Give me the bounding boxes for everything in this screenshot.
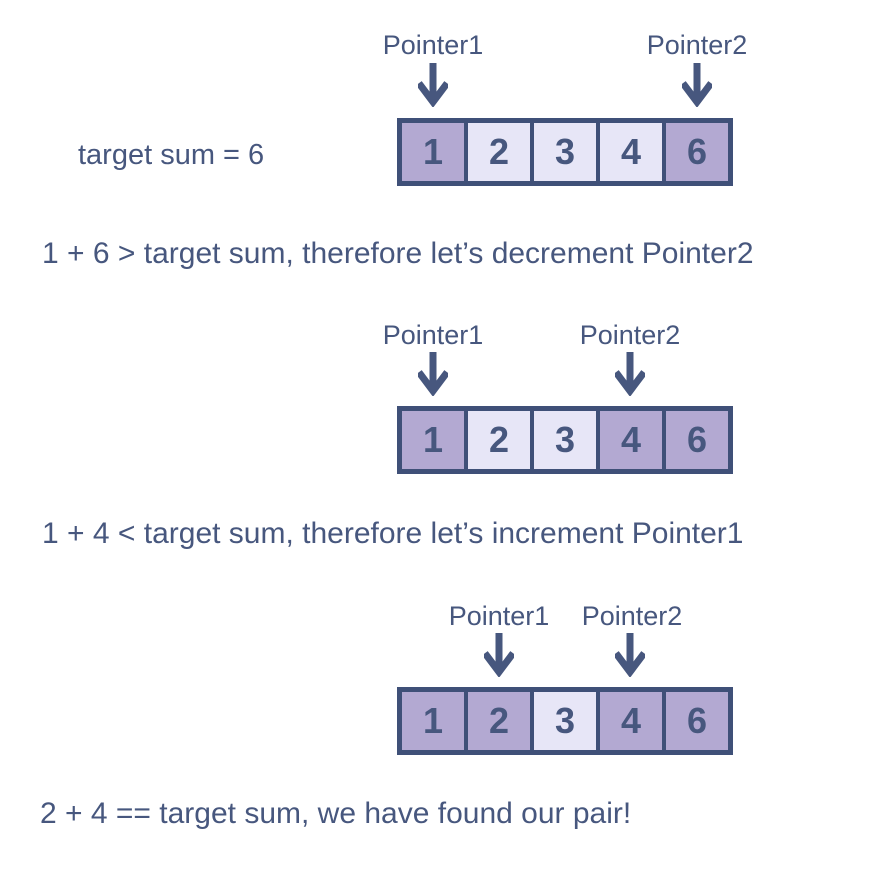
pointer1-label: Pointer1 — [448, 601, 550, 631]
pointer2-label: Pointer2 — [579, 320, 681, 350]
array-cell: 6 — [666, 123, 728, 181]
array-cell: 2 — [468, 692, 530, 750]
array-step-2: 1 2 3 4 6 — [397, 406, 733, 474]
pointer1-label: Pointer1 — [382, 320, 484, 350]
array-step-1: 1 2 3 4 6 — [397, 118, 733, 186]
pointer2-arrow-down-icon — [682, 63, 712, 107]
step-2-caption: 1 + 4 < target sum, therefore let’s incr… — [42, 517, 744, 550]
array-cell: 4 — [600, 123, 662, 181]
pointer1-arrow-down-icon — [484, 633, 514, 677]
step-3-caption: 2 + 4 == target sum, we have found our p… — [40, 797, 632, 830]
array-cell: 6 — [666, 692, 728, 750]
array-cell: 3 — [534, 123, 596, 181]
array-cell: 4 — [600, 411, 662, 469]
pointer1-arrow-down-icon — [418, 352, 448, 396]
array-cell: 6 — [666, 411, 728, 469]
target-sum-label: target sum = 6 — [78, 139, 265, 171]
array-cell: 4 — [600, 692, 662, 750]
array-cell: 2 — [468, 123, 530, 181]
array-cell: 3 — [534, 692, 596, 750]
array-cell: 2 — [468, 411, 530, 469]
pointer2-arrow-down-icon — [615, 352, 645, 396]
pointer1-arrow-down-icon — [418, 63, 448, 107]
array-cell: 1 — [402, 123, 464, 181]
array-step-3: 1 2 3 4 6 — [397, 687, 733, 755]
step-1-caption: 1 + 6 > target sum, therefore let’s decr… — [42, 237, 754, 270]
pointer2-label: Pointer2 — [581, 601, 683, 631]
pointer2-label: Pointer2 — [646, 30, 748, 60]
pointer1-label: Pointer1 — [382, 30, 484, 60]
array-cell: 1 — [402, 411, 464, 469]
array-cell: 1 — [402, 692, 464, 750]
pointer2-arrow-down-icon — [615, 633, 645, 677]
array-cell: 3 — [534, 411, 596, 469]
